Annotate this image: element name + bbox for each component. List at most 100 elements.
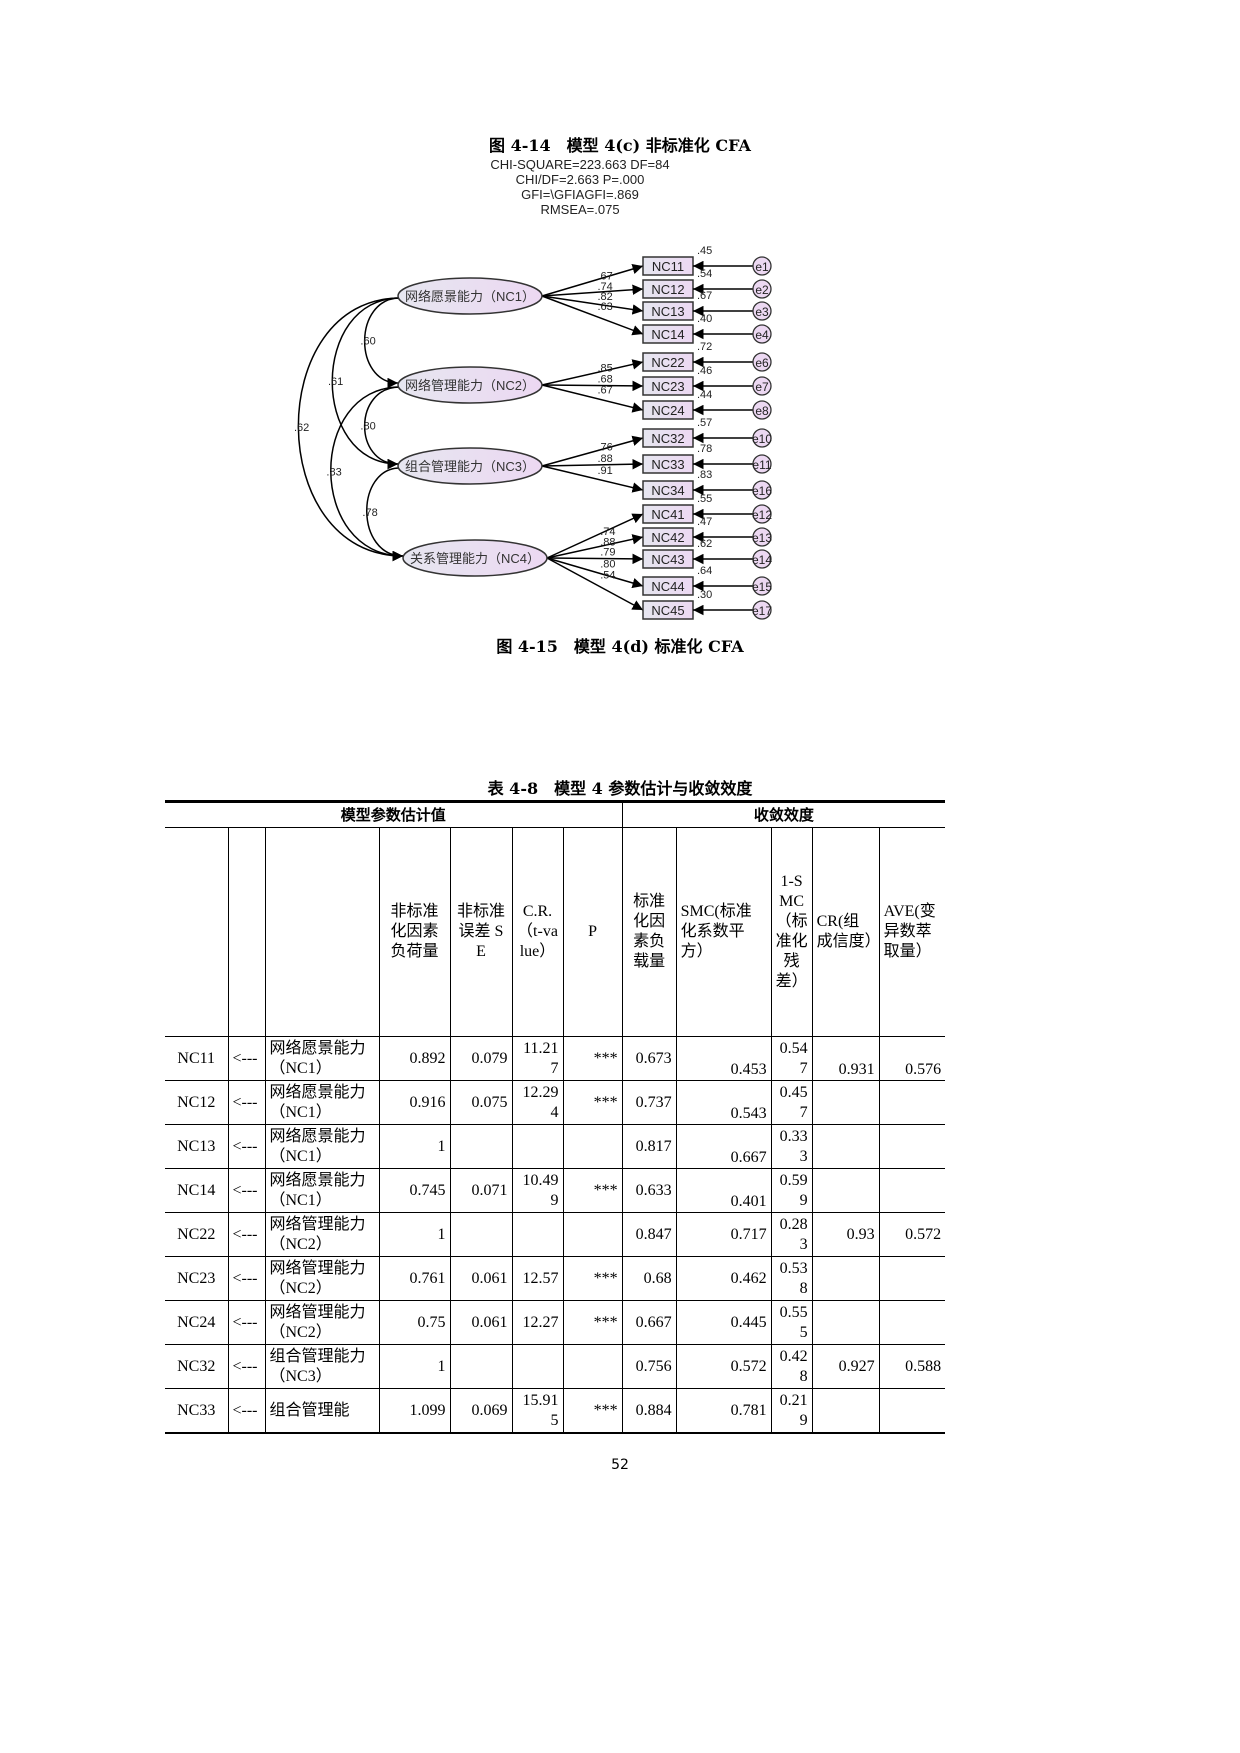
indicator-label: NC11: [652, 259, 684, 274]
ave-cell: 0.576: [878, 1036, 946, 1081]
error-term-label: e6: [755, 356, 769, 370]
smc-cell: 0.543: [675, 1080, 772, 1125]
column-header: [227, 827, 266, 1037]
fit-stat-chi-square: CHI-SQUARE=223.663 DF=84: [490, 157, 670, 172]
critical-ratio-cell: 12.294: [511, 1080, 564, 1125]
smc-cell: 0.401: [675, 1168, 772, 1213]
latent-factor-cell: 组合管理能力（NC3）: [264, 1344, 380, 1389]
group-header-estimates: 模型参数估计值: [165, 800, 623, 828]
column-header: 非标准化因素负荷量: [378, 827, 451, 1037]
ave-cell: [878, 1388, 946, 1434]
unstd-loading-cell: 0.916: [378, 1080, 451, 1125]
r-squared-label: .64: [697, 565, 712, 577]
loading-arrow: [546, 553, 644, 565]
unstd-loading-cell: 1: [378, 1344, 451, 1389]
indicator-label: NC12: [651, 282, 684, 297]
error-term-label: e15: [752, 580, 772, 594]
column-header: P: [562, 827, 623, 1037]
smc-cell: 0.781: [675, 1388, 772, 1434]
indicator-label: NC41: [651, 507, 684, 522]
error-term-label: e2: [755, 283, 769, 297]
critical-ratio-cell: [511, 1212, 564, 1257]
path-arrow-cell: <---: [227, 1168, 266, 1213]
one-minus-smc-cell: 0.283: [770, 1212, 813, 1257]
critical-ratio-cell: 15.915: [511, 1388, 564, 1434]
ave-cell: [878, 1300, 946, 1345]
loading-label: .79: [600, 546, 615, 558]
std-loading-cell: 0.673: [621, 1036, 677, 1081]
loading-arrow: [541, 435, 644, 467]
smc-cell: 0.445: [675, 1300, 772, 1345]
std-loading-cell: 0.756: [621, 1344, 677, 1389]
smc-cell: 0.717: [675, 1212, 772, 1257]
loading-label: .74: [597, 281, 612, 293]
ave-cell: 0.588: [878, 1344, 946, 1389]
std-loading-cell: 0.737: [621, 1080, 677, 1125]
one-minus-smc-cell: 0.457: [770, 1080, 813, 1125]
fit-stat-gfi: GFI=\GFIAGFI=.869: [521, 187, 639, 202]
latent-factor-cell: 网络愿景能力（NC1）: [264, 1124, 380, 1169]
loading-label: .88: [600, 537, 615, 549]
path-arrow-cell: <---: [227, 1344, 266, 1389]
correlation-label: .60: [360, 336, 375, 348]
std-error-cell: 0.071: [449, 1168, 513, 1213]
r-squared-label: .44: [697, 389, 712, 401]
fit-statistics: CHI-SQUARE=223.663 DF=84 CHI/DF=2.663 P=…: [470, 157, 690, 217]
loading-label: .82: [597, 291, 612, 303]
p-value-cell: [562, 1124, 623, 1169]
critical-ratio-cell: 12.27: [511, 1300, 564, 1345]
critical-ratio-cell: 12.57: [511, 1256, 564, 1301]
correlation-arrow: [366, 462, 411, 562]
error-term-circle: [752, 454, 772, 474]
correlation-label: .78: [362, 507, 377, 519]
p-value-cell: ***: [562, 1300, 623, 1345]
correlation-arrow: [330, 381, 411, 562]
unstd-loading-cell: 0.745: [378, 1168, 451, 1213]
column-header: [165, 827, 229, 1037]
indicator-label: NC23: [651, 379, 684, 394]
r-squared-label: .83: [697, 469, 712, 481]
indicator-label: NC33: [651, 457, 684, 472]
error-term-circle: [752, 324, 772, 344]
error-term-label: e7: [755, 380, 769, 394]
column-header: 1-SMC（标准化残差）: [770, 827, 813, 1037]
ave-cell: [878, 1168, 946, 1213]
path-arrow-cell: <---: [227, 1256, 266, 1301]
std-error-cell: [449, 1344, 513, 1389]
latent-variable-ellipse: [397, 447, 543, 485]
error-term-label: e17: [752, 604, 772, 618]
loading-arrow: [541, 295, 644, 315]
correlation-arrow: [363, 292, 411, 389]
std-loading-cell: 0.817: [621, 1124, 677, 1169]
std-error-cell: 0.079: [449, 1036, 513, 1081]
composite-reliability-cell: 0.931: [811, 1036, 880, 1081]
smc-cell: 0.453: [675, 1036, 772, 1081]
path-arrow-cell: <---: [227, 1388, 266, 1434]
r-squared-label: .40: [697, 313, 712, 325]
error-term-circle: [752, 279, 772, 299]
indicator-cell: NC14: [165, 1168, 229, 1213]
loading-arrow: [546, 534, 644, 559]
error-term-label: e12: [752, 508, 772, 522]
one-minus-smc-cell: 0.547: [770, 1036, 813, 1081]
critical-ratio-cell: 10.499: [511, 1168, 564, 1213]
r-squared-label: .30: [697, 589, 712, 601]
loading-arrow: [546, 557, 644, 589]
loading-label: .68: [597, 373, 612, 385]
std-error-cell: 0.061: [449, 1300, 513, 1345]
loading-label: .67: [597, 384, 612, 396]
indicator-label: NC32: [651, 431, 684, 446]
composite-reliability-cell: [811, 1080, 880, 1125]
loading-arrow: [541, 465, 644, 493]
composite-reliability-cell: 0.93: [811, 1212, 880, 1257]
loading-label: .67: [597, 271, 612, 283]
table-title: 表 4-8 模型 4 参数估计与收敛效度: [487, 779, 753, 798]
error-term-circle: [752, 576, 772, 596]
loading-label: .54: [600, 569, 615, 581]
indicator-cell: NC22: [165, 1212, 229, 1257]
